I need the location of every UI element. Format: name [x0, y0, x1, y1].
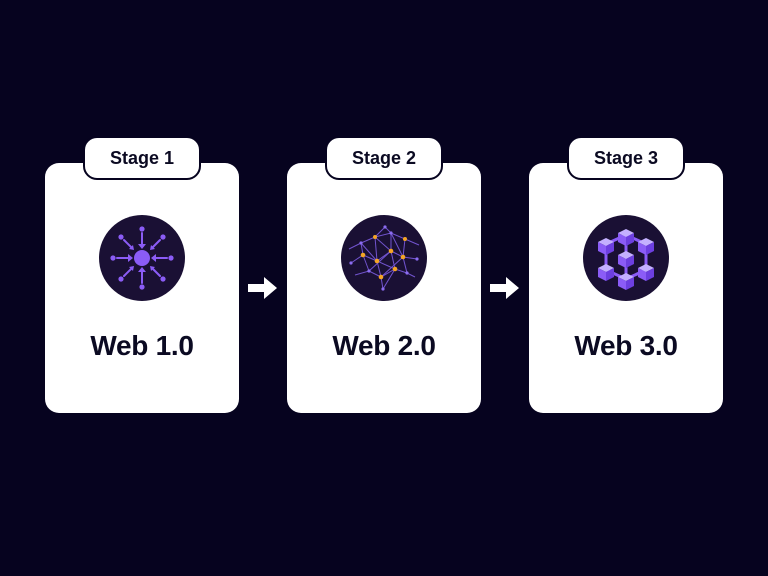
centralized-hub-icon: [99, 215, 185, 301]
stage-card-web1: Stage 1: [45, 136, 239, 413]
stage-tab: Stage 3: [567, 136, 685, 180]
right-arrow-icon: [490, 276, 520, 300]
stage-title: Web 1.0: [90, 330, 194, 361]
stage-title: Web 2.0: [332, 330, 436, 361]
stage-card-web3: Stage 3: [529, 136, 723, 413]
stage-title: Web 3.0: [574, 330, 678, 361]
stage-tab: Stage 1: [83, 136, 201, 180]
blockchain-cubes-icon: [583, 215, 669, 301]
stage-tab: Stage 2: [325, 136, 443, 180]
stage-card-web2: Stage 2: [287, 136, 481, 413]
network-graph-icon: [341, 215, 427, 301]
right-arrow-icon: [248, 276, 278, 300]
